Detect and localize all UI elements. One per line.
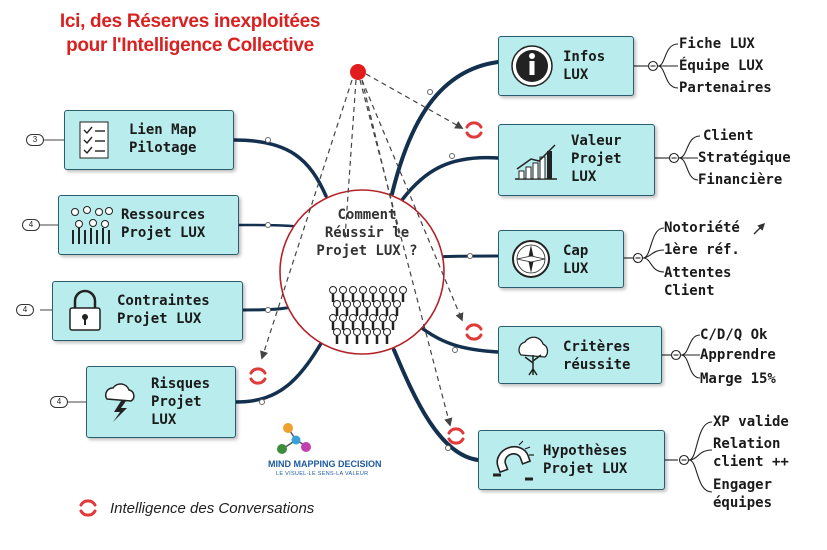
people-crowd-icon (71, 206, 113, 244)
leaf-brackets (624, 43, 713, 493)
leaf-item[interactable]: 1ère réf. (664, 242, 740, 258)
crowd-person-head (339, 314, 347, 322)
crowd-person-head (333, 300, 341, 308)
logo-tagline: LE VISUEL-LE SENS-LA VALEUR (276, 471, 369, 477)
recycle-icons (79, 121, 483, 517)
center-line-2: Réussir le (324, 225, 410, 241)
leaf-item[interactable]: C/D/Q Ok (700, 327, 768, 343)
node-label: Contraintes Projet LUX (117, 293, 210, 327)
leaf-item[interactable]: Partenaires (679, 80, 772, 96)
leaf-item[interactable]: XP valide (713, 414, 789, 430)
legend-text: Intelligence des Conversations (110, 500, 315, 517)
logo-name: MIND MAPPING DECISION (268, 459, 382, 469)
badge-lines (40, 139, 86, 403)
source-dot (350, 64, 366, 80)
leaf-item[interactable]: Engager équipes (713, 477, 773, 511)
node-label: Hypothèses Projet LUX (543, 443, 628, 477)
crowd-person-head (343, 328, 351, 336)
crowd-person-head (363, 328, 371, 336)
crowd-person-head (373, 328, 381, 336)
node-lien-map-pilotage[interactable]: Lien Map Pilotage (64, 110, 234, 170)
leaf-item[interactable]: Relation client ++ (713, 436, 789, 470)
collapsed-count-badge[interactable]: 3 (26, 134, 44, 146)
dashed-arrows (260, 73, 464, 427)
crowd-person-head (349, 314, 357, 322)
crowd-person-head (399, 286, 407, 294)
node-label: Lien Map Pilotage (129, 122, 197, 156)
leaf-item[interactable]: Financière (698, 172, 783, 188)
node-label: Valeur Projet LUX (571, 133, 622, 185)
node-risques-projet[interactable]: Risques Projet LUX (86, 366, 236, 438)
crowd-person-head (349, 286, 357, 294)
trend-up-arrow (753, 222, 766, 235)
node-label: Critères réussite (563, 339, 631, 373)
padlock-icon (69, 289, 101, 331)
collapsed-count-badge[interactable]: 4 (50, 396, 68, 408)
leaf-item[interactable]: Marge 15% (700, 371, 776, 387)
node-label: Cap LUX (563, 243, 589, 277)
leaf-item[interactable]: Attentes Client (664, 265, 732, 299)
compass-icon (512, 240, 550, 278)
crowd-person-head (389, 286, 397, 294)
node-cap-lux[interactable]: Cap LUX (498, 230, 624, 288)
node-label: Risques Projet LUX (151, 376, 211, 428)
crowd-person-head (329, 286, 337, 294)
collapsed-count-badge[interactable]: 4 (16, 304, 34, 316)
crowd-person-head (379, 286, 387, 294)
crowd-person-head (353, 300, 361, 308)
magnet-icon (493, 440, 534, 481)
crowd-person-head (393, 300, 401, 308)
node-hypotheses-projet[interactable]: Hypothèses Projet LUX (478, 430, 665, 490)
crowd-person-head (353, 328, 361, 336)
central-topic: Comment Réussir le Projet LUX ? (306, 206, 428, 260)
checklist-icon (79, 121, 109, 159)
leaf-item[interactable]: Apprendre (700, 347, 776, 363)
crowd-person-head (359, 314, 367, 322)
leaf-item[interactable]: Fiche LUX (679, 36, 755, 52)
node-infos-lux[interactable]: Infos LUX (498, 36, 634, 96)
storm-cloud-icon (105, 383, 135, 422)
growth-chart-icon (515, 144, 557, 180)
leaf-item[interactable]: Équipe LUX (679, 58, 764, 74)
mind-mapping-decision-logo (277, 423, 311, 454)
page-title: Ici, des Réserves inexploitées pour l'In… (40, 10, 340, 58)
center-line-3: Projet LUX ? (316, 243, 418, 259)
crowd-person-head (363, 300, 371, 308)
crowd-icon (329, 286, 407, 344)
crowd-person-head (383, 328, 391, 336)
node-ressources-projet[interactable]: Ressources Projet LUX (58, 195, 239, 255)
title-line-2: pour l'Intelligence Collective (66, 35, 314, 56)
collapsed-count-badge[interactable]: 4 (22, 219, 40, 231)
crowd-person-head (329, 314, 337, 322)
node-criteres-reussite[interactable]: Critères réussite (498, 326, 662, 384)
leaf-item[interactable]: Stratégique (698, 150, 791, 166)
crowd-person-head (389, 314, 397, 322)
center-circle (279, 189, 445, 355)
branch-dots (259, 89, 473, 451)
center-line-1: Comment (337, 207, 397, 223)
leaf-item[interactable]: Client (703, 128, 754, 144)
node-label: Ressources Projet LUX (121, 207, 206, 241)
crowd-person-head (369, 286, 377, 294)
node-label: Infos LUX (563, 49, 606, 83)
leaf-item[interactable]: Notoriété (664, 220, 740, 236)
crowd-person-head (379, 314, 387, 322)
title-line-1: Ici, des Réserves inexploitées (59, 11, 321, 32)
info-icon (511, 45, 553, 87)
crowd-person-head (359, 286, 367, 294)
node-contraintes-projet[interactable]: Contraintes Projet LUX (52, 281, 243, 341)
crowd-person-head (373, 300, 381, 308)
crowd-person-head (383, 300, 391, 308)
crowd-person-head (339, 286, 347, 294)
crowd-person-head (343, 300, 351, 308)
tree-icon (518, 336, 549, 376)
crowd-person-head (369, 314, 377, 322)
node-valeur-projet[interactable]: Valeur Projet LUX (498, 124, 655, 196)
crowd-person-head (333, 328, 341, 336)
